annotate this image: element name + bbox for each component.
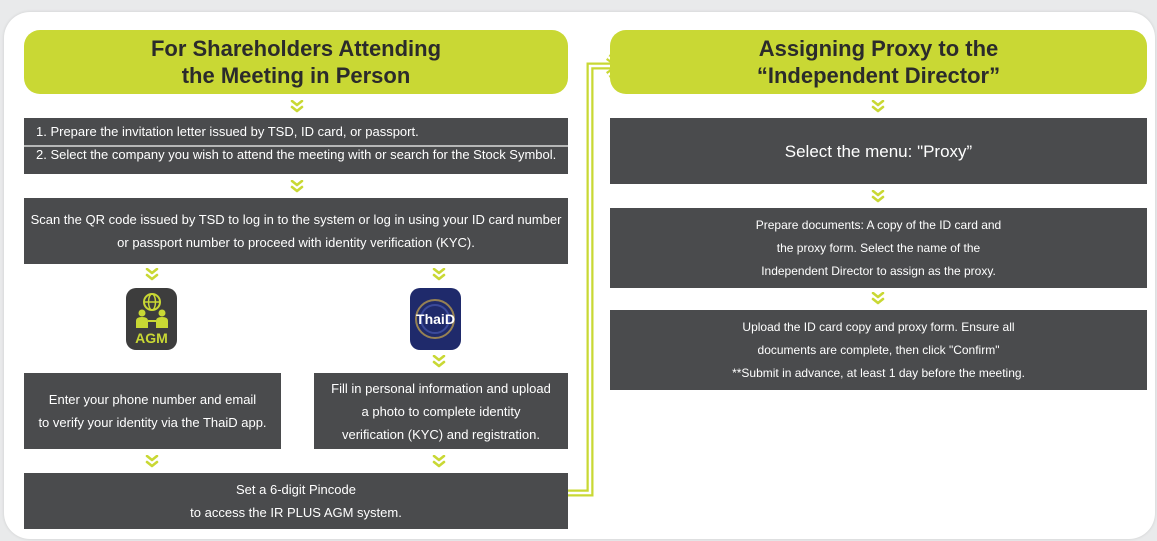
agm-branch-box: Enter your phone number and email to ver… <box>24 373 281 449</box>
right-header-line2: “Independent Director” <box>756 63 1001 88</box>
chevron-down-icon <box>871 100 885 113</box>
right-step3-line1: Upload the ID card copy and proxy form. … <box>742 319 1015 334</box>
agm-icon-label: AGM <box>135 330 168 346</box>
agm-branch-line1: Enter your phone number and email <box>48 392 257 407</box>
chevron-down-icon <box>871 190 885 203</box>
agm-branch-line2: to verify your identity via the ThaiD ap… <box>38 415 267 430</box>
thaid-branch-line2: a photo to complete identity <box>361 403 521 419</box>
right-step3-line2: documents are complete, then click "Conf… <box>757 342 1000 357</box>
left-step2-line2: or passport number to proceed with ident… <box>117 235 475 250</box>
right-header: Assigning Proxy to the “Independent Dire… <box>610 30 1147 94</box>
left-header: For Shareholders Attending the Meeting i… <box>24 30 568 94</box>
left-final-box: Set a 6-digit Pincode to access the IR P… <box>24 473 568 529</box>
thaid-icon-label: ThaiD <box>416 311 455 327</box>
right-step2-line3: Independent Director to assign as the pr… <box>761 263 996 278</box>
chevron-down-icon <box>145 455 159 468</box>
left-header-line2: the Meeting in Person <box>181 63 411 88</box>
left-header-line1: For Shareholders Attending <box>150 36 442 61</box>
left-step2-line1: Scan the QR code issued by TSD to log in… <box>30 212 562 227</box>
left-final-line2: to access the IR PLUS AGM system. <box>190 505 402 520</box>
right-step2-box: Prepare documents: A copy of the ID card… <box>610 208 1147 288</box>
right-step3-line3: **Submit in advance, at least 1 day befo… <box>732 365 1025 380</box>
right-step3-box: Upload the ID card copy and proxy form. … <box>610 310 1147 390</box>
left-step1-line2: 2. Select the company you wish to attend… <box>36 147 557 162</box>
emblem-icon <box>415 299 455 339</box>
right-step2-line2: the proxy form. Select the name of the <box>776 240 981 255</box>
thaid-branch-line3: verification (KYC) and registration. <box>342 426 540 442</box>
chevron-down-icon <box>432 268 446 281</box>
right-step1-box: Select the menu: "Proxy” <box>610 118 1147 184</box>
right-step2-line1: Prepare documents: A copy of the ID card… <box>755 217 1002 232</box>
left-step1-line1: 1. Prepare the invitation letter issued … <box>36 124 419 139</box>
chevron-down-icon <box>290 100 304 113</box>
right-header-line1: Assigning Proxy to the <box>758 36 999 61</box>
left-final-line1: Set a 6-digit Pincode <box>236 482 356 497</box>
chevron-down-icon <box>432 355 446 368</box>
chevron-down-icon <box>432 455 446 468</box>
thaid-branch-box: Fill in personal information and upload … <box>314 373 568 449</box>
chevron-down-icon <box>145 268 159 281</box>
thaid-app-icon: ThaiD <box>410 288 461 350</box>
thaid-branch-line1: Fill in personal information and upload <box>331 380 551 396</box>
chevron-down-icon <box>871 292 885 305</box>
left-step2-box: Scan the QR code issued by TSD to log in… <box>24 198 568 264</box>
agm-app-icon: AGM <box>126 288 177 350</box>
globe-people-icon <box>135 293 168 328</box>
right-step1-text: Select the menu: "Proxy” <box>784 141 973 161</box>
chevron-down-icon <box>290 180 304 193</box>
divider <box>24 145 568 147</box>
